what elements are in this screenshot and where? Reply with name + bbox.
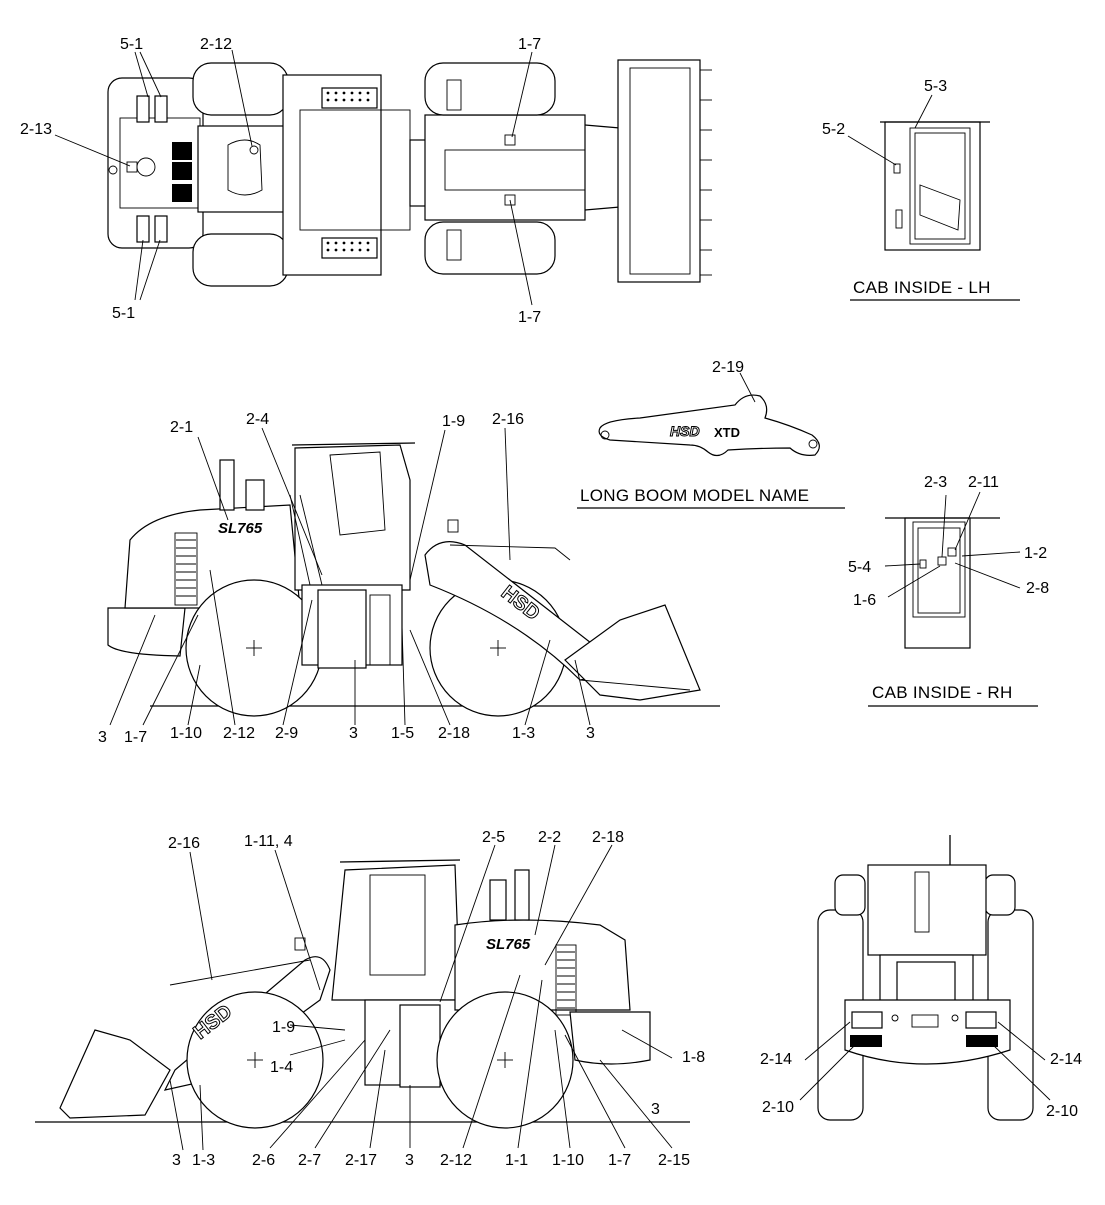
caption-long-boom-model-name: LONG BOOM MODEL NAME xyxy=(580,486,809,505)
callout-label: 3 xyxy=(172,1152,181,1169)
model-badge: SL765 xyxy=(218,520,263,537)
top-view xyxy=(54,49,712,306)
callout-label: 1-10 xyxy=(170,725,202,742)
callout-label: 2-12 xyxy=(200,36,232,53)
callout-label: 2-16 xyxy=(492,411,524,428)
callout-label: 3 xyxy=(651,1101,660,1118)
callout-label: 1-7 xyxy=(518,309,541,326)
long-boom-illustration xyxy=(598,372,820,457)
lh-side-view xyxy=(35,844,690,1151)
callout-label: 1-9 xyxy=(272,1019,295,1036)
callout-label: 2-18 xyxy=(592,829,624,846)
callout-label: 5-2 xyxy=(822,121,845,138)
callout-label: 2-4 xyxy=(246,411,269,428)
cab-inside-rh xyxy=(884,491,1021,649)
callout-label: 1-1 xyxy=(505,1152,528,1169)
callout-label: 1-4 xyxy=(270,1059,293,1076)
callout-label: 2-9 xyxy=(275,725,298,742)
callout-label: 2-3 xyxy=(924,474,947,491)
callout-label: 1-2 xyxy=(1024,545,1047,562)
model-badge: SL765 xyxy=(486,936,531,953)
callout-label: 2-12 xyxy=(223,725,255,742)
callout-label: 1-10 xyxy=(552,1152,584,1169)
callout-label: 2-6 xyxy=(252,1152,275,1169)
boom-brand-text: HSD xyxy=(670,423,700,439)
callout-label: 1-11, 4 xyxy=(244,833,293,850)
callout-label: 5-1 xyxy=(120,36,143,53)
rh-side-view xyxy=(107,427,720,726)
callout-label: 2-2 xyxy=(538,829,561,846)
callout-label: 2-15 xyxy=(658,1152,690,1169)
callout-label: 3 xyxy=(98,729,107,746)
callout-label: 1-6 xyxy=(853,592,876,609)
callout-label: 1-3 xyxy=(512,725,535,742)
callout-label: 1-9 xyxy=(442,413,465,430)
callout-label: 1-5 xyxy=(391,725,414,742)
callout-label: 2-14 xyxy=(760,1051,792,1068)
callout-label: 1-7 xyxy=(518,36,541,53)
callout-label: 1-3 xyxy=(192,1152,215,1169)
callout-label: 5-3 xyxy=(924,78,947,95)
callout-label: 5-1 xyxy=(112,305,135,322)
rear-view xyxy=(799,835,1051,1121)
callout-label: 2-18 xyxy=(438,725,470,742)
callout-label: 1-8 xyxy=(682,1049,705,1066)
caption-cab-inside-rh: CAB INSIDE - RH xyxy=(872,683,1013,702)
callout-label: 2-5 xyxy=(482,829,505,846)
callout-label: 1-7 xyxy=(124,729,147,746)
callout-label: 2-17 xyxy=(345,1152,377,1169)
callout-label: 2-8 xyxy=(1026,580,1049,597)
callout-label: 2-12 xyxy=(440,1152,472,1169)
caption-cab-inside-lh: CAB INSIDE - LH xyxy=(853,278,991,297)
callout-label: 2-14 xyxy=(1050,1051,1082,1068)
callout-label: 2-13 xyxy=(20,121,52,138)
callout-label: 3 xyxy=(586,725,595,742)
callout-label: 3 xyxy=(405,1152,414,1169)
callout-label: 3 xyxy=(349,725,358,742)
callout-label: 2-19 xyxy=(712,359,744,376)
callout-label: 2-16 xyxy=(168,835,200,852)
callout-label: 2-1 xyxy=(170,419,193,436)
cab-inside-lh xyxy=(847,94,990,251)
callout-label: 1-7 xyxy=(608,1152,631,1169)
boom-suffix-text: XTD xyxy=(714,425,740,440)
callout-label: 2-10 xyxy=(762,1099,794,1116)
callout-label: 2-10 xyxy=(1046,1103,1078,1120)
callout-label: 2-7 xyxy=(298,1152,321,1169)
callout-label: 5-4 xyxy=(848,559,871,576)
callout-label: 2-11 xyxy=(968,474,999,491)
